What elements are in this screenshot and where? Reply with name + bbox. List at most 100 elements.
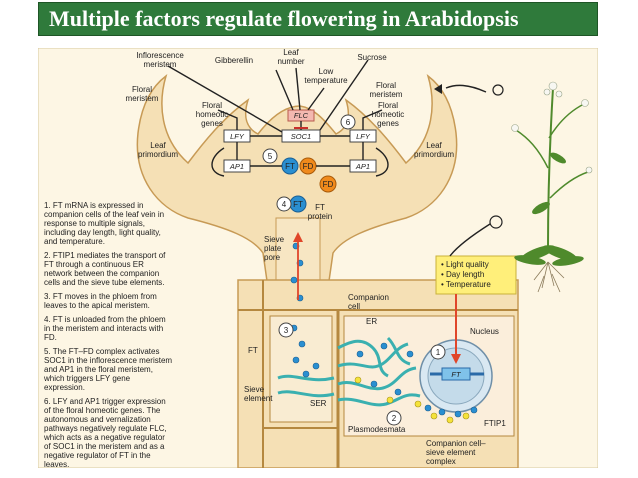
label-ft-protein-2: protein [308, 212, 332, 221]
step-marker-5-label: 5 [268, 152, 273, 161]
label-leaf-primordium-left-1: Leaf [150, 141, 166, 150]
svg-text:companion cells of the leaf ve: companion cells of the leaf vein in [44, 210, 164, 219]
svg-text:leaves.: leaves. [44, 460, 69, 468]
signal-temperature: • Temperature [441, 280, 491, 289]
page-title: Multiple factors regulate flowering in A… [49, 6, 519, 31]
svg-text:4. FT is unloaded from the phl: 4. FT is unloaded from the phloem [44, 315, 166, 324]
signal-box [435, 255, 517, 295]
svg-text:which triggers LFY gene: which triggers LFY gene [43, 374, 131, 383]
svg-text:in the meristem and interacts: in the meristem and interacts with [44, 324, 163, 333]
fd-dot [319, 175, 337, 193]
arabidopsis-plant-illustration [434, 81, 593, 293]
label-floral-homeotic-left-3: genes [201, 119, 223, 128]
network-arrows [167, 59, 389, 177]
label-ftip1: FTIP1 [484, 419, 506, 428]
label-sieve-plate-pore-3: pore [264, 253, 281, 262]
label-floral-homeotic-left-2: homeotic [196, 110, 228, 119]
flc-label: FLC [294, 111, 309, 120]
label-gibberellin: Gibberellin [215, 56, 253, 65]
label-sucrose: Sucrose [357, 53, 387, 62]
svg-text:5. The FT–FD complex activates: 5. The FT–FD complex activates [44, 347, 159, 356]
svg-text:SOC1 in the inflorescence meri: SOC1 in the inflorescence meristem [44, 356, 172, 365]
label-ft-protein-1: FT [315, 203, 325, 212]
step-marker-6-label: 6 [346, 118, 351, 127]
svg-text:FD.: FD. [44, 333, 57, 342]
label-low-temperature-2: temperature [304, 76, 348, 85]
svg-text:response to multiple signals,: response to multiple signals, [44, 219, 145, 228]
ap1-left-label: AP1 [229, 162, 244, 171]
label-inflorescence-meristem-2: meristem [144, 60, 177, 69]
svg-text:negative regulator of FT in th: negative regulator of FT in the [44, 451, 151, 460]
step-1-text: 1. FT mRNA is expressed in companion cel… [44, 201, 164, 246]
ft-fd-ft-label: FT [285, 162, 295, 171]
diagram-canvas: FT • Light quality • Day length • Temper… [37, 47, 599, 469]
label-floral-homeotic-right-3: genes [377, 119, 399, 128]
ft-protein-dot-label: FT [293, 200, 303, 209]
label-complex-1: Companion cell– [426, 439, 486, 448]
svg-text:autonomous and vernalization: autonomous and vernalization [44, 415, 151, 424]
svg-text:FT through a continuous ER: FT through a continuous ER [44, 260, 144, 269]
ft-gene-box [441, 367, 471, 381]
svg-text:network between the companion: network between the companion [44, 269, 159, 278]
signal-arrow-head [451, 354, 461, 364]
label-companion-cell-2: cell [348, 302, 360, 311]
svg-text:expression.: expression. [44, 383, 85, 392]
ft-gene-label: FT [451, 370, 462, 379]
svg-text:1. FT mRNA is expressed in: 1. FT mRNA is expressed in [44, 201, 143, 210]
step-3-text: 3. FT moves in the phloem from leaves to… [44, 292, 157, 310]
label-floral-meristem-right-2: meristem [370, 90, 403, 99]
title-bar: Multiple factors regulate flowering in A… [38, 2, 598, 36]
svg-text:6. LFY and AP1 trigger express: 6. LFY and AP1 trigger expression [44, 397, 166, 406]
svg-text:3. FT moves in the phloem from: 3. FT moves in the phloem from [44, 292, 157, 301]
label-sieve-element-2: element [244, 394, 273, 403]
label-ser: SER [310, 399, 327, 408]
label-floral-homeotic-right-2: homeotic [372, 110, 404, 119]
signal-day-length: • Day length [441, 270, 484, 279]
svg-text:of the floral homeotic genes.: of the floral homeotic genes. The [44, 406, 161, 415]
label-leaf-number-1: Leaf [283, 48, 299, 57]
step-marker-4: 4 [276, 196, 292, 212]
step-4-text: 4. FT is unloaded from the phloem in the… [44, 315, 166, 342]
label-nucleus: Nucleus [470, 327, 499, 336]
step-2-text: 2. FTIP1 mediates the transport of FT th… [44, 251, 166, 287]
label-sieve-element-1: Sieve [244, 385, 265, 394]
label-companion-cell-1: Companion [348, 293, 389, 302]
label-low-temperature-1: Low [319, 67, 334, 76]
label-inflorescence-meristem-1: Inflorescence [136, 51, 184, 60]
svg-text:which acts as a negative regul: which acts as a negative regulator [43, 433, 165, 442]
step-marker-1: 1 [430, 344, 446, 360]
step-marker-3-label: 3 [284, 326, 289, 335]
svg-text:and AP1 in the floral meristem: and AP1 in the floral meristem, [44, 365, 153, 374]
flowering-diagram: FT • Light quality • Day length • Temper… [37, 47, 599, 469]
label-complex-3: complex [426, 457, 456, 466]
signal-light-quality: • Light quality [441, 260, 489, 269]
ap1-right-label: AP1 [355, 162, 370, 171]
label-leaf-number-2: number [277, 57, 304, 66]
svg-text:pathways negatively regulate F: pathways negatively regulate FLC, [44, 424, 167, 433]
lfy-right-label: LFY [356, 132, 371, 141]
sieve-element [269, 315, 333, 423]
er-network [277, 336, 421, 407]
phloem-transport-arrow-head [293, 232, 303, 242]
svg-text:of SOC1 in the meristem and as: of SOC1 in the meristem and as a [44, 442, 165, 451]
step-marker-6: 6 [340, 114, 356, 130]
step-marker-4-label: 4 [282, 200, 287, 209]
svg-text:leaves to the apical meristem.: leaves to the apical meristem. [44, 301, 150, 310]
label-floral-meristem-right-1: Floral [376, 81, 396, 90]
step-5-text: 5. The FT–FD complex activates SOC1 in t… [43, 347, 172, 392]
svg-text:and temperature.: and temperature. [44, 237, 105, 246]
label-leaf-primordium-right-2: primordium [414, 150, 454, 159]
fd-label: FD [323, 180, 334, 189]
label-complex-2: sieve element [426, 448, 476, 457]
label-er: ER [366, 317, 377, 326]
label-plasmodesmata: Plasmodesmata [348, 425, 406, 434]
label-floral-homeotic-left-1: Floral [202, 101, 222, 110]
label-sieve-plate-pore-2: plate [264, 244, 282, 253]
label-floral-meristem-left-2: meristem [126, 94, 159, 103]
svg-text:2. FTIP1 mediates the transpor: 2. FTIP1 mediates the transport of [44, 251, 166, 260]
label-floral-meristem-left-1: Floral [132, 85, 152, 94]
step-6-text: 6. LFY and AP1 trigger expression of the… [43, 397, 167, 469]
label-leaf-primordium-right-1: Leaf [426, 141, 442, 150]
lfy-left-label: LFY [230, 132, 245, 141]
step-marker-2-label: 2 [392, 414, 397, 423]
